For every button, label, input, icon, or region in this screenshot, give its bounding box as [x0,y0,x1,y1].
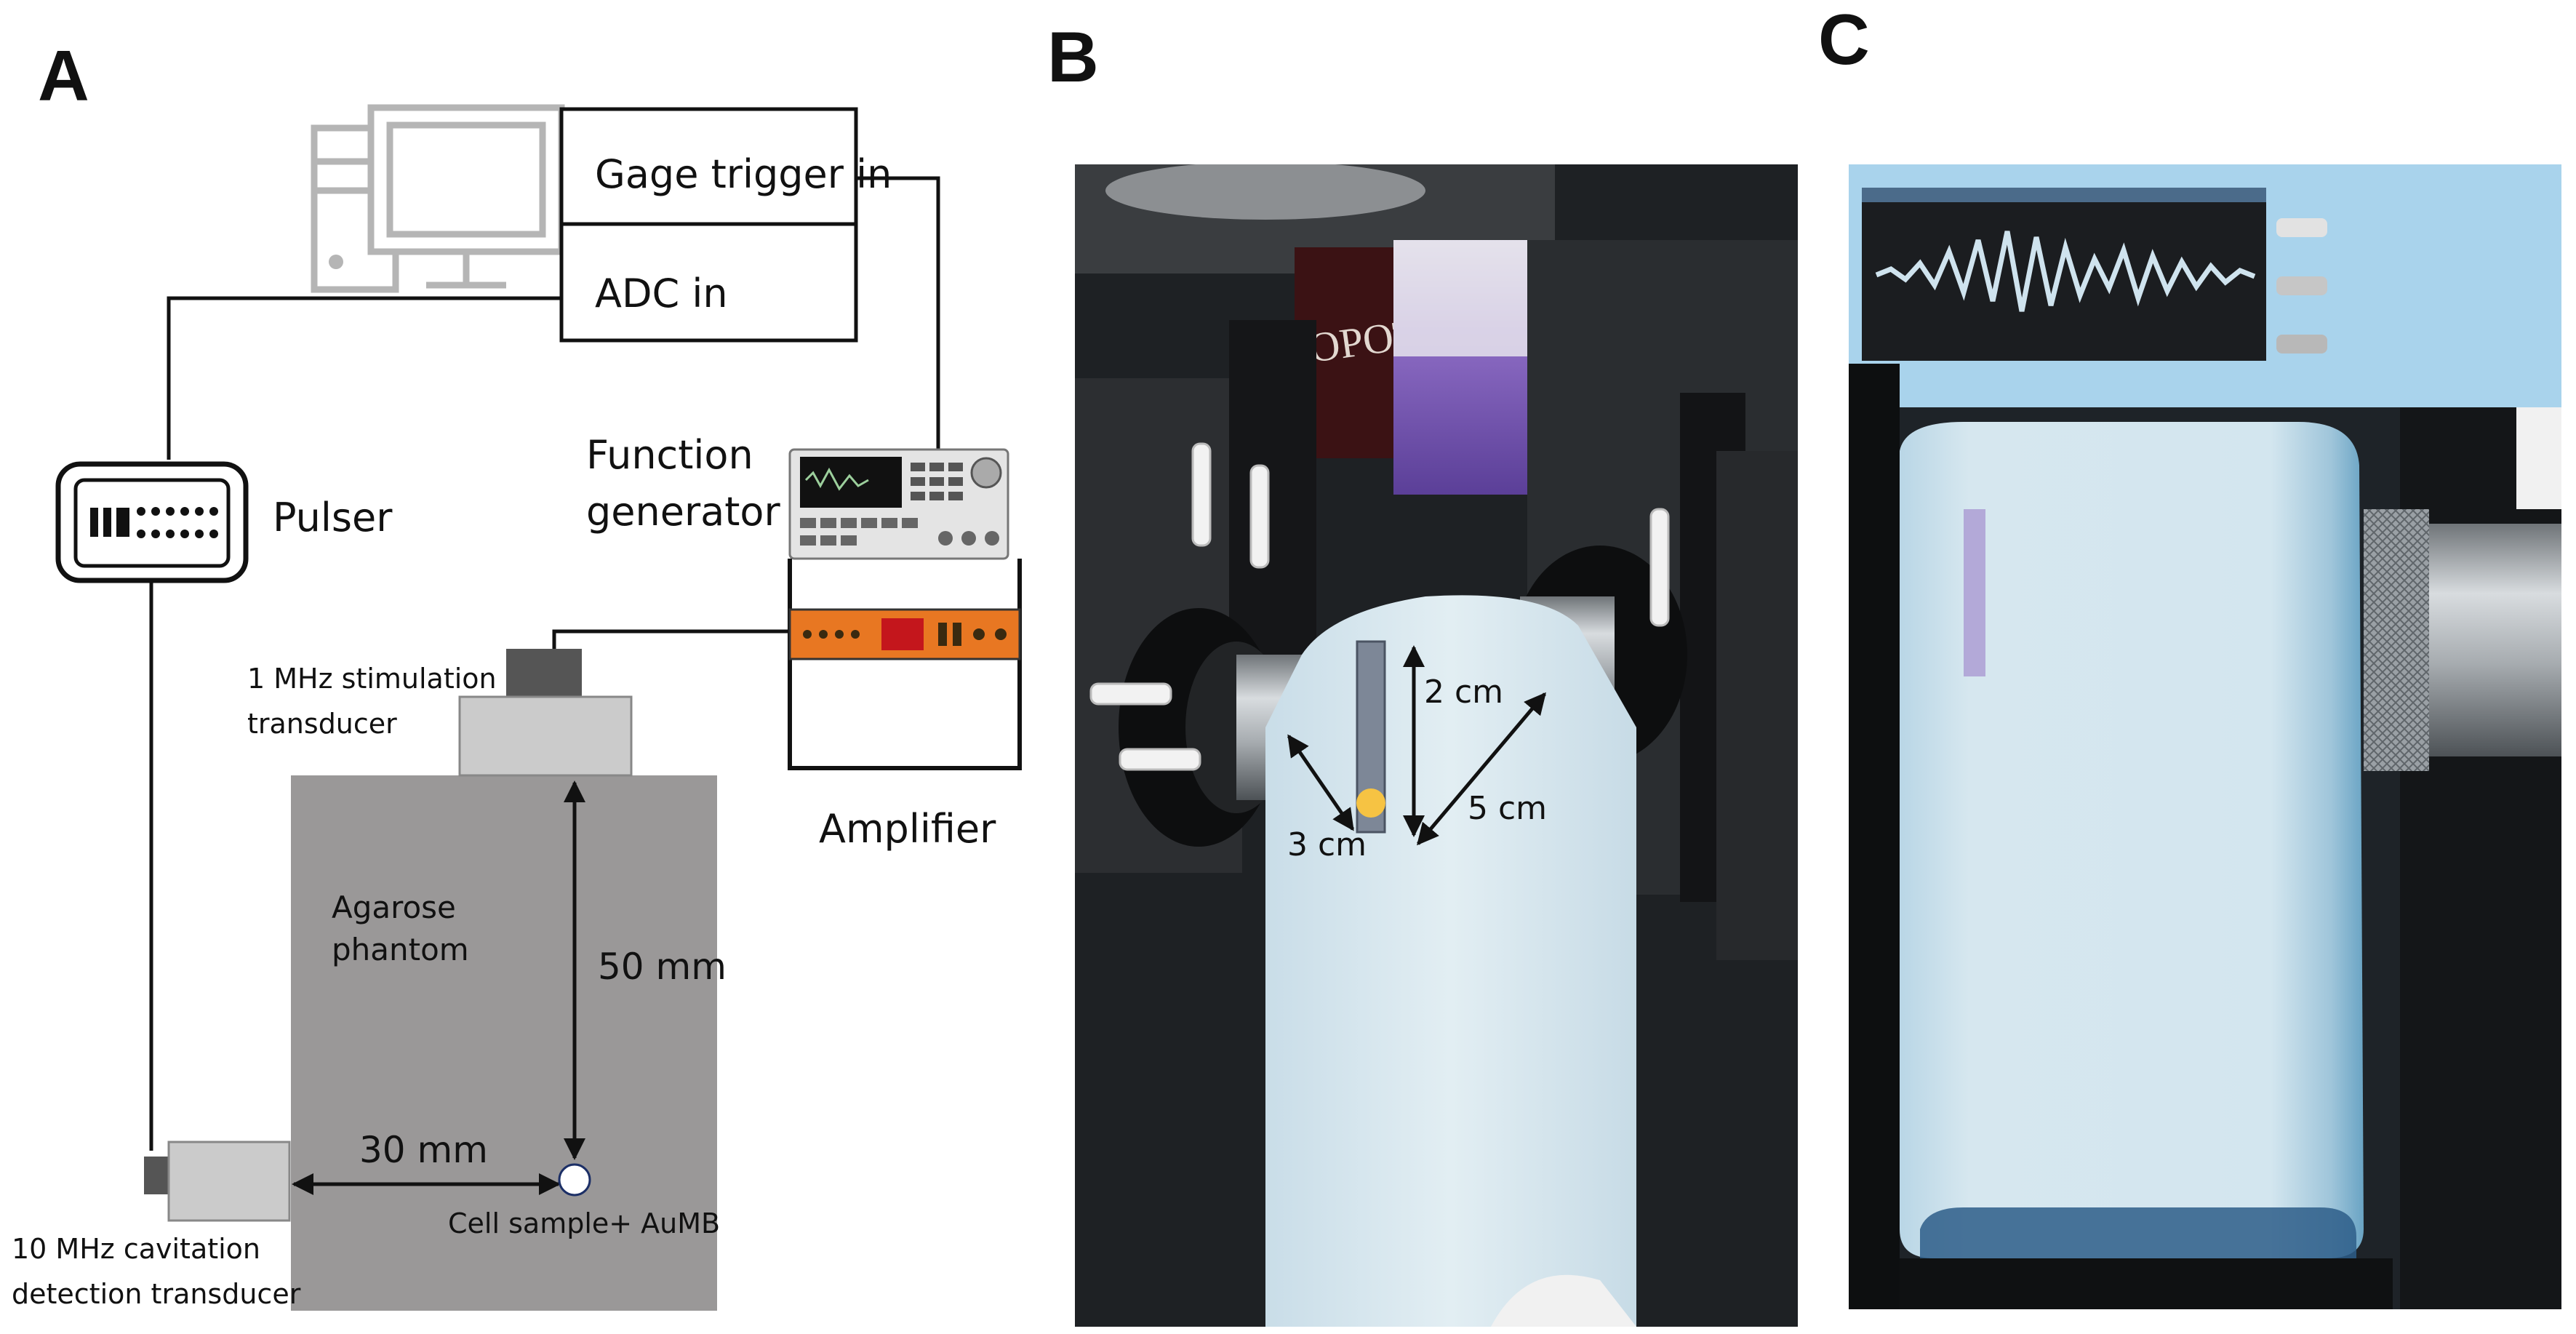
phantom-label-line2: phantom [332,932,469,967]
agarose-phantom [291,775,717,1311]
phantom-label-line1: Agarose [332,890,456,925]
function-generator-label-line1: Function [586,432,753,478]
daq-box: Gage trigger in ADC in [559,107,892,343]
photo-b: OPOT [1075,164,1798,1327]
wires [149,176,940,1151]
dim-left-label: 3 cm [1287,826,1367,863]
function-generator-label-line2: generator [586,489,780,535]
dim-left-arrow [1287,734,1355,831]
panel-b: B OPOT [1047,17,1798,1327]
panel-letter-a: A [38,36,89,116]
function-generator-icon [788,448,1009,560]
stimulation-transducer-label-line2: transducer [247,708,397,740]
horizontal-distance-label: 30 mm [359,1129,488,1171]
amplifier-icon [788,559,1022,770]
adc-in-label: ADC in [595,271,728,316]
vertical-distance-label: 50 mm [598,946,727,988]
panel-letter-c: C [1818,0,1870,79]
cavitation-transducer [144,1141,291,1222]
sample-marker [1356,788,1385,818]
dim-diagonal-arrow [1417,692,1546,846]
stimulation-transducer-label-line1: 1 MHz stimulation [247,663,497,695]
cell-sample-marker [558,1163,591,1197]
panel-c: C [1818,0,2561,1309]
cavitation-transducer-label-line2: detection transducer [12,1278,301,1310]
computer-icon [311,104,565,293]
waveform [1875,231,2256,312]
photo-c [1849,164,2561,1309]
gage-trigger-label: Gage trigger in [595,151,892,197]
panel-a: A Gage trigger in ADC in [12,36,1022,1311]
dim-height-label: 2 cm [1424,674,1503,711]
cavitation-transducer-label-line1: 10 MHz cavitation [12,1233,260,1265]
stimulation-transducer [458,649,633,777]
pulser-icon [55,461,249,583]
dim-diagonal-label: 5 cm [1468,790,1547,827]
amplifier-label: Amplifier [819,806,996,852]
pulser-label: Pulser [273,495,393,540]
cell-sample-label: Cell sample+ AuMB [448,1207,720,1239]
panel-letter-b: B [1047,17,1099,97]
